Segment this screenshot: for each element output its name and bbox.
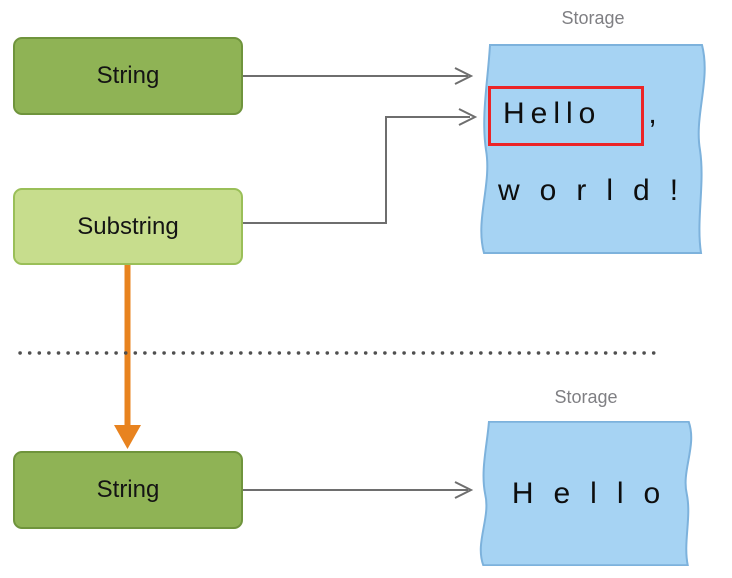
storage-title-top: Storage <box>561 8 625 28</box>
string-type-box: String <box>13 37 243 115</box>
substring-to-string-copy-arrow <box>114 264 141 449</box>
copied-storage-shape: Hello <box>472 421 700 566</box>
substring-type-box: Substring <box>13 188 243 265</box>
copied-string-type-box: String <box>13 451 243 529</box>
substring-highlight-box: Hello <box>488 86 645 146</box>
copied-string-type-label: String <box>96 476 160 503</box>
storage-wave-icon <box>472 421 700 566</box>
substring-to-storage-arrow <box>243 108 478 224</box>
copied-storage-text: Hello <box>511 476 681 510</box>
storage-line2: world! <box>498 174 699 207</box>
storage-title-bottom: Storage <box>554 387 618 407</box>
string-to-storage-arrow <box>243 67 474 85</box>
storage-wave-icon <box>472 44 714 254</box>
storage-line1: Hello, <box>488 86 663 146</box>
shared-storage-shape: Hello, world! <box>472 44 714 254</box>
substring-type-label: Substring <box>77 212 179 240</box>
storage-line1-comma: , <box>648 97 663 130</box>
bottom-string-to-storage-arrow <box>243 481 474 499</box>
string-type-label: String <box>96 62 160 89</box>
